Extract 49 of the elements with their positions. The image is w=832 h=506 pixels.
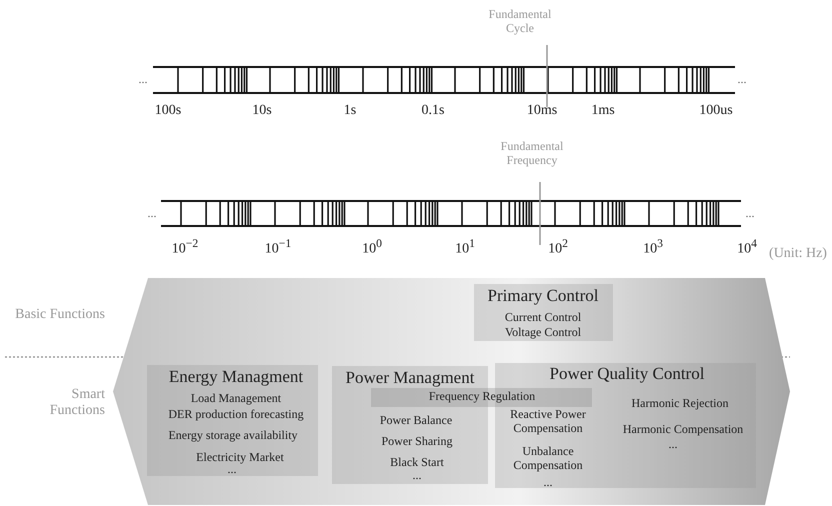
function-item: Harmonic Rejection	[632, 397, 728, 411]
ellipsis: ...	[138, 73, 148, 87]
marker-label: Fundamental Frequency	[500, 140, 564, 168]
function-item: ...	[544, 476, 552, 490]
function-item: Black Start	[390, 456, 444, 470]
function-item: Current Control	[504, 311, 582, 325]
function-item: Energy storage availability	[168, 429, 298, 443]
function-item: Power Balance	[380, 414, 452, 428]
function-bar	[371, 388, 592, 407]
function-item: Frequency Regulation	[428, 390, 536, 404]
function-band	[113, 278, 790, 505]
function-item: Voltage Control	[504, 326, 582, 340]
function-box	[474, 284, 613, 341]
tick-label: 10$^{−2}$	[172, 237, 198, 258]
tick-label: 10$^{4}$	[737, 237, 757, 258]
function-item: Harmonic Compensation	[622, 423, 744, 437]
ellipsis: ...	[738, 73, 746, 87]
row-label: Basic Functions	[15, 307, 105, 324]
function-item: Load Management	[190, 392, 282, 406]
tick-label: 10$^{3}$	[643, 237, 663, 258]
tick-label: 10s	[252, 103, 272, 120]
box-title: Energy Managment	[168, 367, 304, 387]
tick-label: 10$^{1}$	[455, 237, 475, 258]
function-item: ...	[228, 463, 236, 477]
function-item: ...	[412, 469, 422, 483]
tick-label: 100us	[699, 103, 733, 120]
marker-label: Fundamental Cycle	[488, 8, 552, 36]
ellipsis: ...	[746, 207, 754, 221]
box-title: Primary Control	[488, 286, 598, 306]
function-item: Unbalance Compensation	[512, 445, 584, 473]
box-title: Power Quality Control	[550, 364, 704, 384]
tick-label: 100s	[154, 103, 182, 120]
row-label: Smart Functions	[48, 387, 105, 420]
function-item: Power Sharing	[382, 435, 452, 449]
function-item: ...	[668, 438, 678, 452]
function-item: Electricity Market	[196, 451, 284, 465]
tick-label: 1s	[344, 103, 356, 120]
tick-label: 10ms	[526, 103, 558, 120]
tick-label: 10$^{0}$	[362, 237, 382, 258]
unit-label: (Unit: Hz)	[769, 246, 827, 262]
function-box	[147, 365, 318, 476]
tick-label: 10$^{−1}$	[264, 237, 292, 258]
function-item: DER production forecasting	[168, 408, 304, 422]
tick-label: 1ms	[591, 103, 615, 120]
tick-label: 10$^{2}$	[548, 237, 568, 258]
ellipsis: ...	[148, 207, 156, 221]
function-item: Reactive Power Compensation	[509, 408, 587, 436]
tick-label: 0.1s	[422, 103, 444, 120]
box-title: Power Managment	[346, 368, 474, 388]
